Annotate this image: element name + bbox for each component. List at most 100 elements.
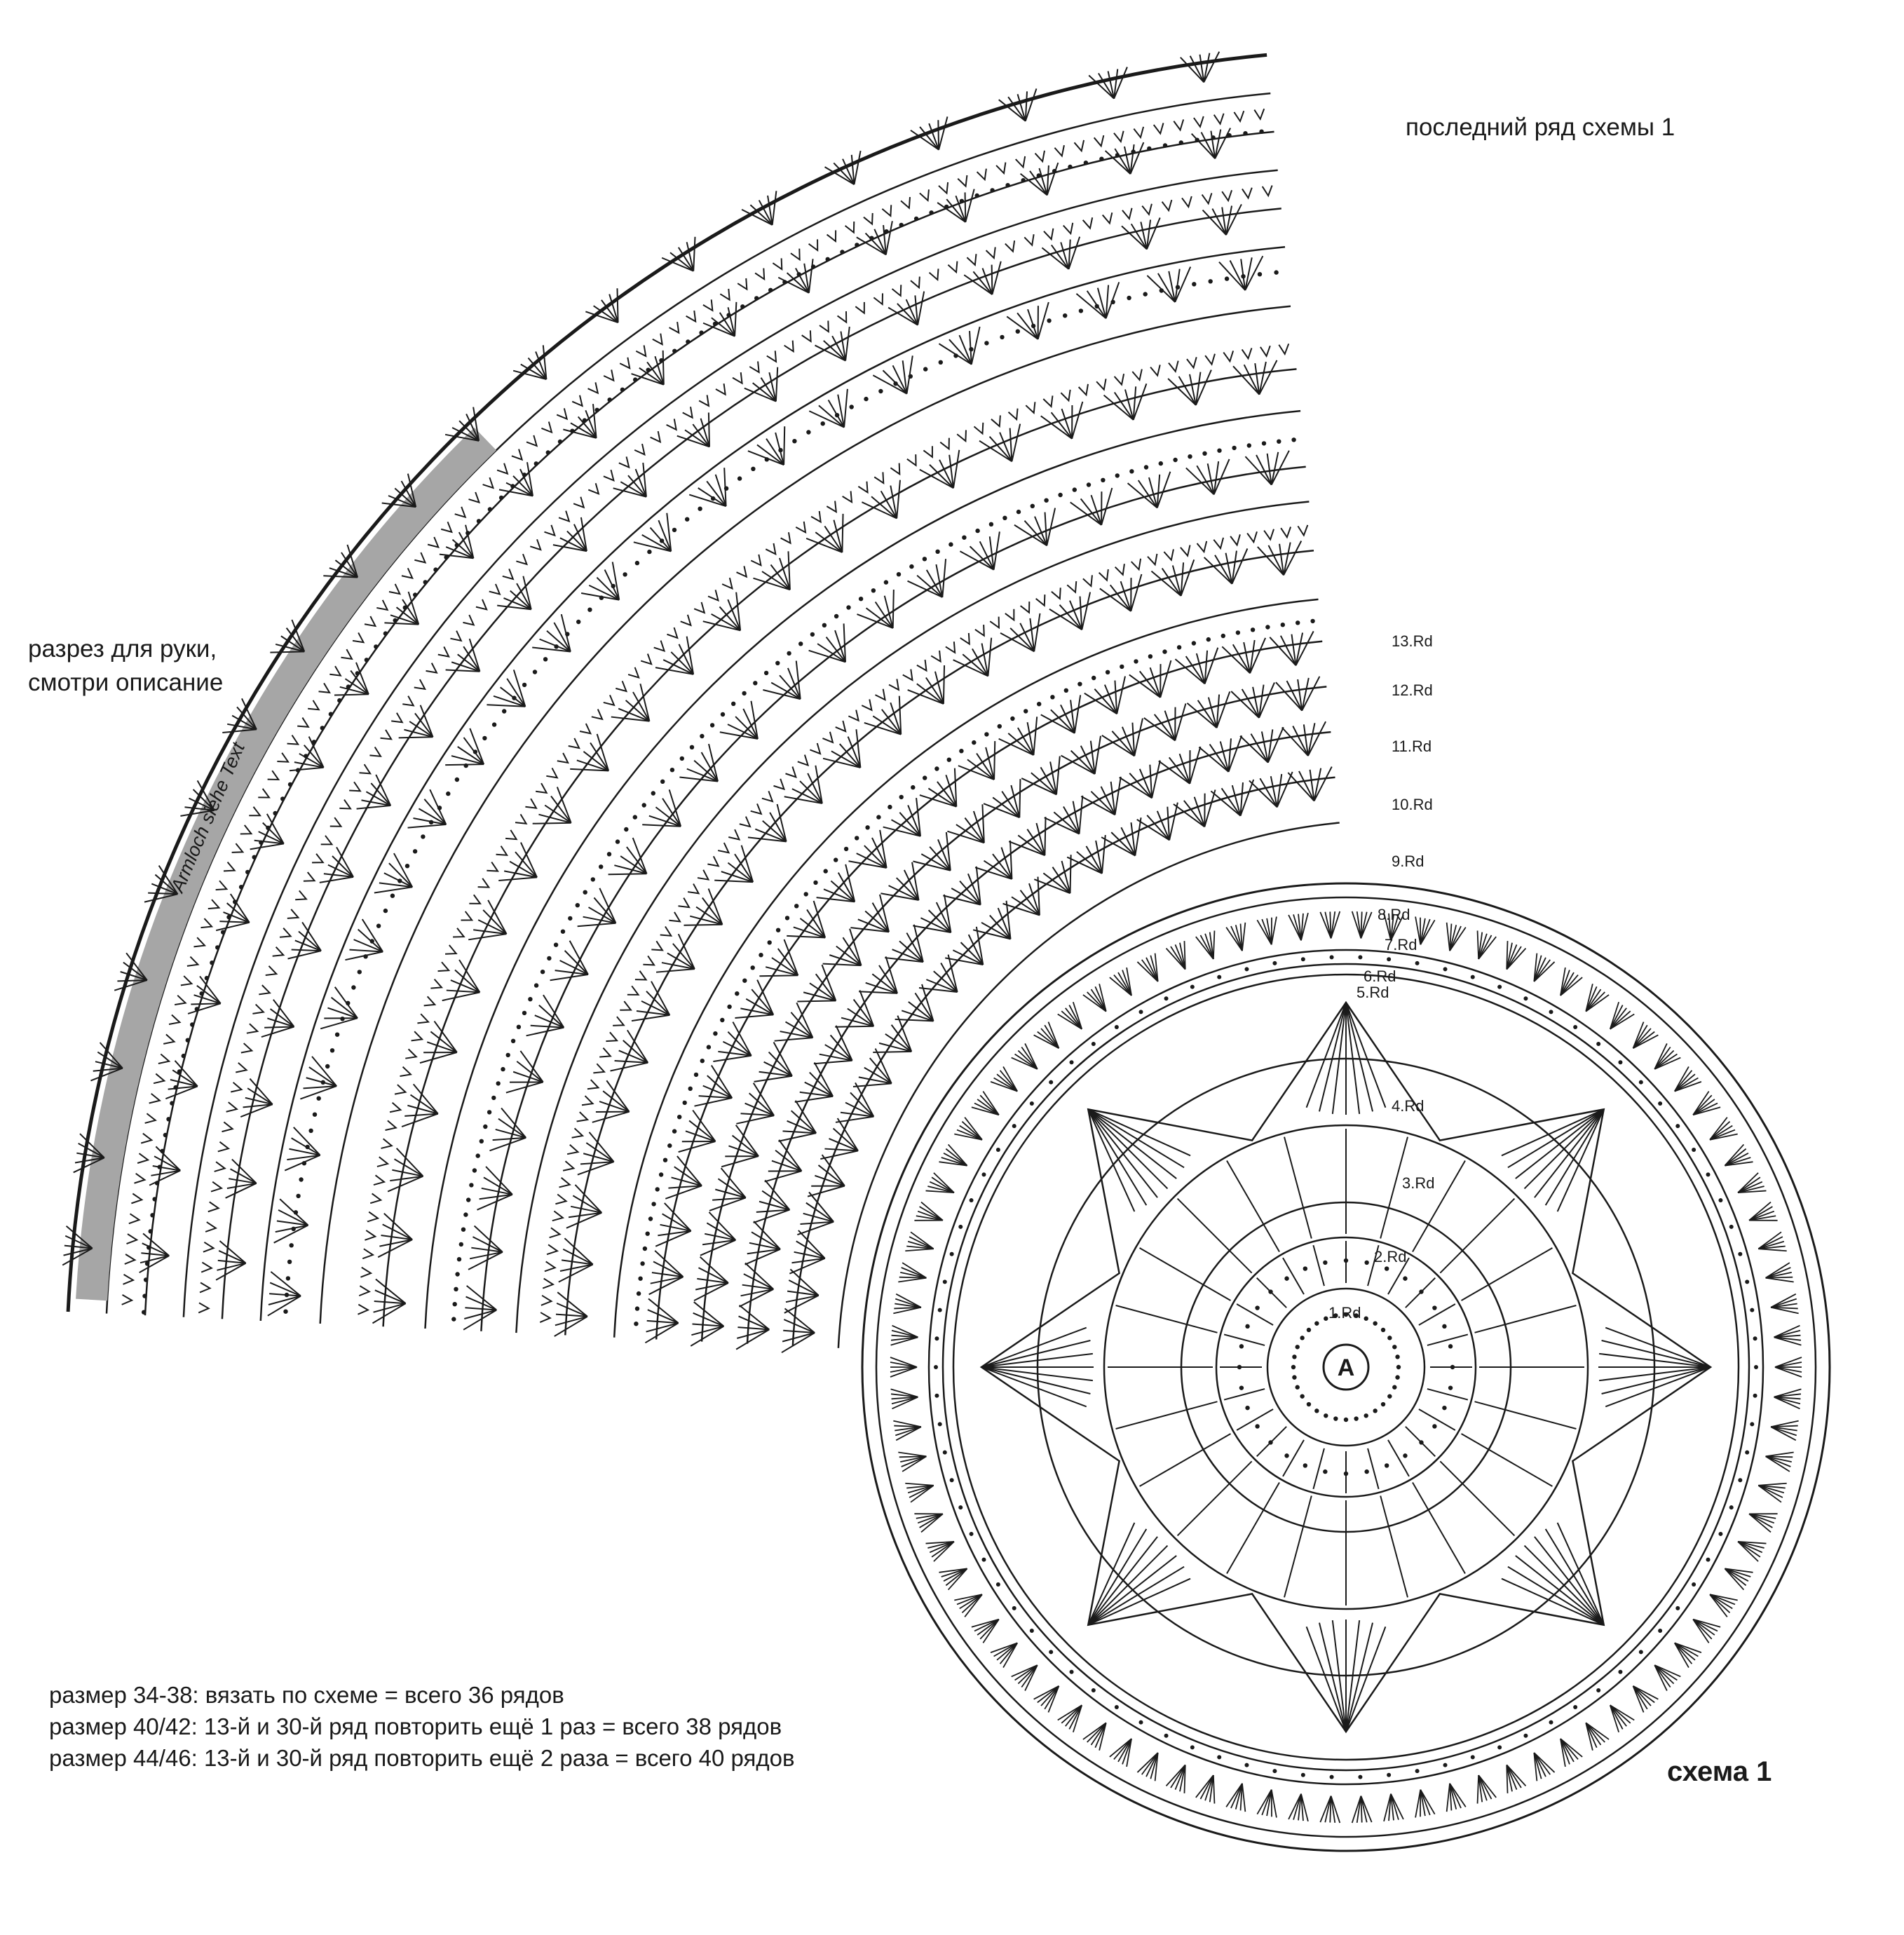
stitch-line	[777, 276, 810, 294]
stitch-line	[334, 986, 358, 1019]
ribbon-arc	[515, 501, 1310, 1333]
stitch-line	[948, 454, 954, 489]
chain-dot	[325, 1064, 330, 1069]
stitch-line	[1231, 785, 1242, 816]
stitch-group	[943, 866, 981, 906]
chain-dot	[304, 754, 308, 759]
stitch-line	[468, 638, 481, 672]
chain-dot	[813, 880, 818, 885]
fan-stitch	[1765, 1451, 1794, 1472]
v-stitch	[707, 855, 720, 867]
stitch-group	[1040, 401, 1084, 440]
stitch-line	[400, 480, 417, 508]
stitch-line	[498, 1118, 526, 1139]
chain-dot	[296, 1193, 301, 1199]
v-stitch	[516, 553, 529, 566]
stitch-line	[672, 943, 695, 970]
stitch-group	[445, 728, 485, 766]
stitch-group	[907, 665, 946, 705]
stitch-line	[735, 1014, 774, 1019]
v-stitch	[991, 415, 1001, 428]
stitch-line	[483, 1176, 513, 1195]
chain-dot	[658, 1172, 664, 1177]
stitch-line	[646, 361, 665, 386]
chain-dot	[1138, 1720, 1143, 1725]
stitch-line	[991, 261, 1002, 295]
stitch-line	[1113, 391, 1134, 421]
stitch-line	[976, 753, 995, 780]
v-stitch	[450, 630, 463, 642]
v-stitch	[352, 632, 365, 644]
stitch-line	[1084, 692, 1117, 715]
stitch-line	[784, 796, 822, 804]
stitch-group	[1146, 266, 1192, 303]
stitch-line	[1021, 778, 1057, 796]
chain-dot	[638, 1276, 643, 1281]
stitch-line	[987, 637, 993, 677]
chain-dot	[672, 1129, 677, 1134]
stitch-line	[1073, 695, 1082, 733]
stitch-line	[768, 1170, 802, 1172]
stitch-group	[1119, 760, 1161, 799]
stitch-line	[988, 436, 1013, 462]
v-stitch	[199, 1282, 212, 1294]
stitch-line	[158, 864, 179, 895]
ribbon-arc	[837, 822, 1340, 1348]
stitch-line	[783, 1329, 815, 1333]
stitch-line	[1016, 94, 1026, 121]
stitch-line	[1249, 637, 1267, 674]
stitch-group	[270, 619, 306, 653]
radial-stitch	[1236, 1303, 1274, 1326]
stitch-line	[585, 409, 597, 439]
chain-dot	[1202, 451, 1207, 456]
chain-dot	[533, 461, 538, 466]
stitch-line	[958, 765, 995, 780]
stitch-line	[526, 1026, 564, 1037]
stitch-line	[712, 1197, 746, 1201]
stitch-group	[1070, 487, 1113, 526]
v-stitch	[1168, 360, 1179, 374]
chain-dot	[834, 613, 839, 619]
stitch-line	[1009, 840, 1013, 879]
v-stitch	[380, 729, 393, 740]
v-stitch	[163, 1033, 176, 1045]
fan-stitch	[1709, 1117, 1738, 1141]
v-stitch	[502, 569, 515, 580]
fan-stitch	[990, 1066, 1018, 1092]
stitch-line	[1105, 282, 1120, 319]
stitch-line	[1121, 726, 1136, 756]
stitch-line	[243, 1104, 273, 1108]
chain-dot	[1448, 1344, 1453, 1349]
chain-dot	[1192, 282, 1197, 287]
stitch-line	[1063, 806, 1080, 834]
stitch-line	[270, 1271, 301, 1297]
shell-stitch	[1599, 1352, 1711, 1368]
stitch-line	[446, 989, 480, 993]
stitch-group	[1099, 573, 1143, 612]
stitch-line	[229, 893, 250, 923]
shell-stitch	[1305, 1002, 1347, 1108]
stitch-line	[1214, 129, 1222, 159]
stitch-line	[365, 791, 391, 806]
v-stitch	[453, 928, 465, 938]
chain-dot	[726, 313, 731, 318]
stitch-line	[611, 716, 650, 722]
stitch-group	[407, 789, 447, 829]
chain-dot	[1523, 1733, 1528, 1738]
stitch-line	[241, 698, 257, 730]
chain-dot	[1549, 1720, 1553, 1725]
stitch-line	[770, 681, 801, 700]
stitch-line	[249, 1078, 273, 1105]
chain-dot	[1010, 716, 1015, 721]
stitch-line	[888, 885, 919, 901]
stitch-line	[1146, 275, 1176, 303]
chain-dot	[510, 1038, 516, 1044]
stitch-line	[1239, 735, 1269, 763]
v-stitch	[297, 717, 310, 728]
chain-dot	[700, 1059, 705, 1064]
stitch-line	[859, 990, 875, 1027]
chain-dot	[1333, 1416, 1338, 1421]
stitch-group	[953, 637, 993, 677]
stitch-line	[835, 1025, 874, 1028]
stitch-line	[1109, 584, 1131, 612]
